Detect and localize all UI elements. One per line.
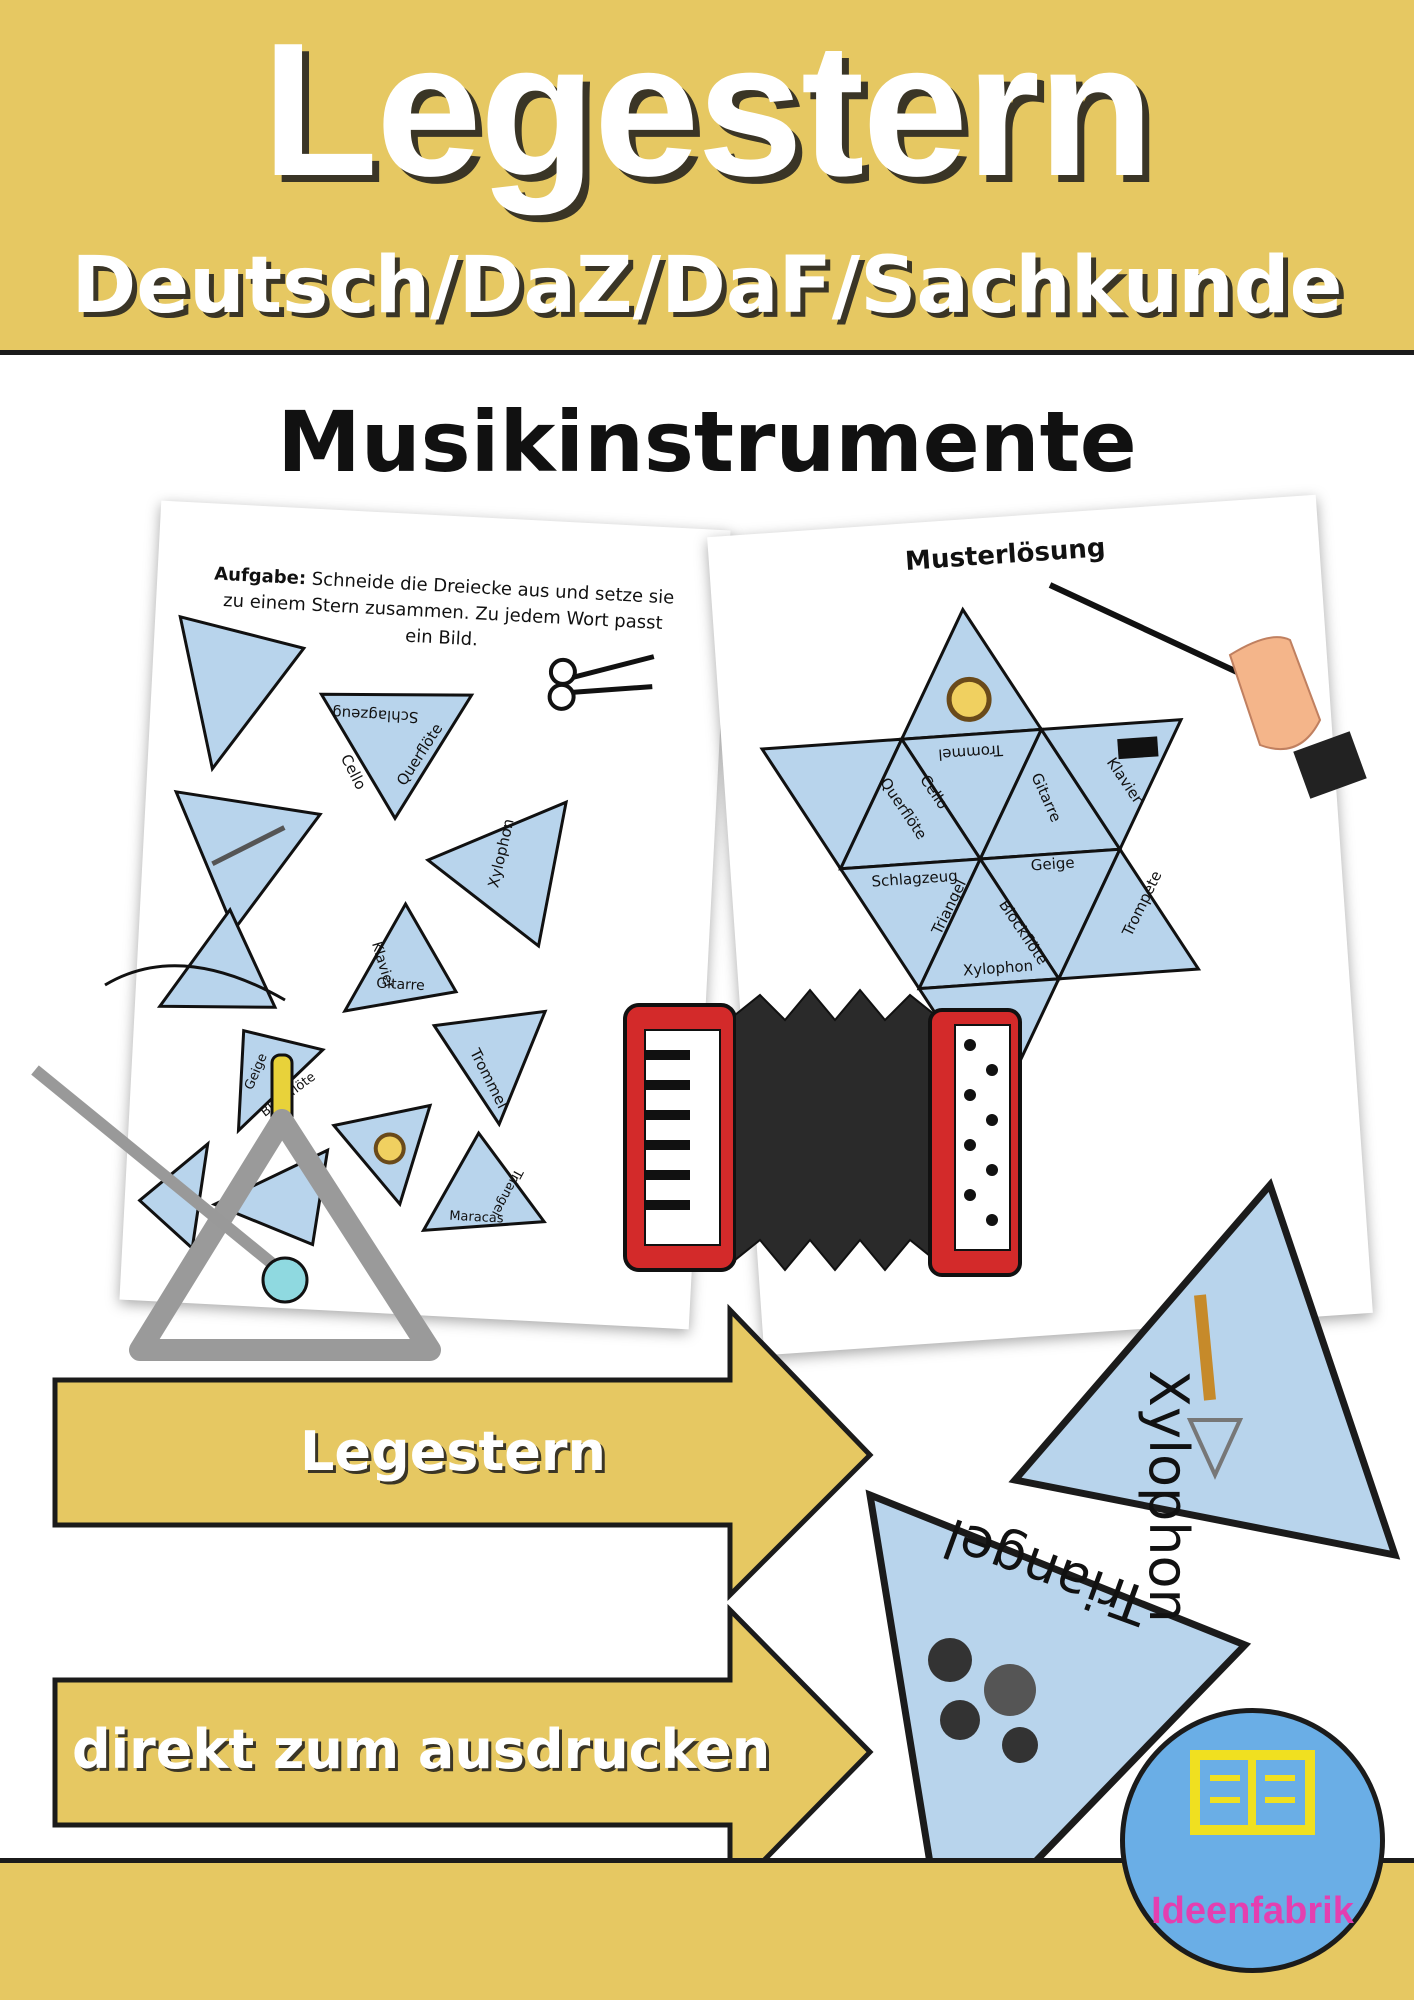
star-word-schlagzeug: Schlagzeug: [871, 867, 958, 891]
star-word-geige: Geige: [1030, 853, 1075, 874]
page-title: Legestern: [261, 4, 1154, 216]
arrow-ausdrucken: [52, 1603, 874, 1902]
arrow-legestern: [52, 1303, 874, 1602]
piece-trommel: [431, 1009, 548, 1128]
piece-xylophone: [178, 614, 307, 773]
piece-words-1: [318, 692, 475, 822]
star-word-xylophon: Xylophon: [962, 957, 1033, 980]
piece-word-gitarre: Gitarre: [376, 976, 425, 995]
piece-word-maracas: Maracas: [449, 1209, 504, 1227]
worksheet-preview: Aufgabe: Schneide die Dreiecke aus und s…: [119, 500, 731, 1330]
arrow-label-legestern: Legestern: [300, 1420, 606, 1483]
page-subtitle: Deutsch/DaZ/DaF/Sachkunde: [71, 241, 1343, 331]
drumset-icon: [928, 1638, 1038, 1763]
topic-heading: Musikinstrumente: [277, 393, 1137, 491]
piano-icon: [1117, 736, 1159, 760]
piece-xylophon-word: [424, 799, 569, 949]
tambourine-icon: [946, 676, 992, 722]
piece-flute: [173, 789, 323, 934]
piece-klavier-gitarre: [341, 900, 459, 1013]
scissors-icon: [547, 654, 655, 711]
piece-triangel-maracas: [420, 1130, 547, 1233]
piece-maracas: [156, 906, 278, 1009]
accordion-icon: [623, 988, 1022, 1277]
header-band: [0, 0, 1414, 355]
star-piece-trompete: [1056, 846, 1202, 981]
arrow-label-ausdrucken: direkt zum ausdrucken: [72, 1718, 771, 1781]
big-triangle-triangel: [865, 1489, 1252, 1963]
worksheet-pieces: Schlagzeug Cello Querflöte Xylophon Gita…: [137, 614, 655, 1252]
piece-word-schlagzeug: Schlagzeug: [332, 704, 419, 726]
logo-text: Ideenfabrik: [1151, 1890, 1354, 1932]
triangle-instrument-icon: [31, 964, 441, 1361]
logo-circle: [1120, 1708, 1385, 1973]
conductor-hand-icon: [1048, 582, 1367, 799]
star-word-trommel: Trommel: [938, 741, 1005, 764]
recorder-triangle-icon: [1186, 1294, 1244, 1480]
piece-bottom-left: [137, 1140, 210, 1252]
